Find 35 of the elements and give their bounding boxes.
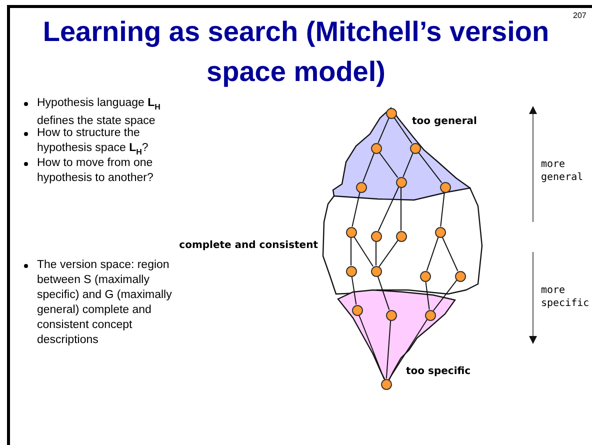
lattice-line <box>432 280 458 312</box>
lattice-line <box>440 192 445 228</box>
direction-label: more general <box>541 158 584 184</box>
lattice-line <box>378 240 398 268</box>
lattice-line <box>418 152 442 184</box>
lattice-line <box>388 319 428 380</box>
region-label: too general <box>412 116 477 127</box>
slide-number: 207 <box>573 11 586 20</box>
bullet-text: Hypothesis language L$_{H}$ defines the state space <box>37 96 162 128</box>
lattice-line <box>362 152 375 182</box>
lattice-line <box>425 280 430 310</box>
lattice-line <box>378 186 400 232</box>
lattice-line <box>352 192 360 228</box>
lattice-line <box>358 314 384 380</box>
lattice-line <box>394 117 412 144</box>
lattice-line <box>426 236 439 272</box>
lattice-line <box>353 236 374 267</box>
bullet-text: How to move from one hypothesis to another? <box>37 156 154 186</box>
lattice-line <box>402 152 414 178</box>
region-label: too specific <box>406 366 471 377</box>
lattice-node <box>380 378 392 390</box>
lattice-line <box>350 237 352 266</box>
lattice-line <box>378 152 398 178</box>
bullet-text: The version space: region between S (maximally specific) and G (maximally general) complete and consistent concept descriptions <box>37 258 173 348</box>
lattice-line <box>377 276 390 310</box>
direction-label: more specific <box>541 284 590 310</box>
lattice-node <box>386 108 396 118</box>
lattice-line <box>442 236 458 272</box>
region-label: complete and consistent <box>178 240 318 251</box>
lattice-line <box>378 118 390 144</box>
lattice-line <box>386 320 392 380</box>
slide-title: Learning as search (Mitchell’s version space model) <box>42 15 550 89</box>
lattice-line <box>351 276 357 306</box>
bullet-text: How to structure the hypothesis space L$_{H}$? <box>37 126 150 158</box>
lattice-line <box>400 187 402 231</box>
